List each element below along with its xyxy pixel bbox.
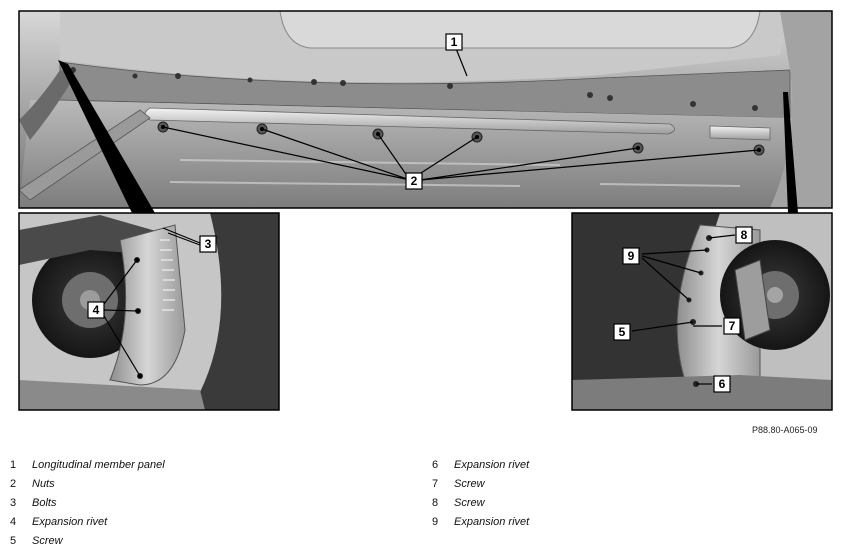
- svg-text:4: 4: [93, 303, 100, 317]
- legend-label: Expansion rivet: [454, 516, 530, 529]
- svg-text:6: 6: [719, 377, 726, 391]
- legend-label: Nuts: [32, 477, 55, 490]
- legend-item: 1 Longitudinal member panel: [10, 455, 165, 474]
- legend-label: Expansion rivet: [32, 516, 108, 529]
- right-detail-panel: [572, 213, 832, 410]
- legend-item: 6 Expansion rivet: [432, 455, 529, 474]
- leader-lines: [103, 45, 760, 385]
- callout-1: 1: [445, 33, 463, 51]
- legend-number: 8: [432, 496, 439, 509]
- callout-5: 5: [613, 323, 631, 341]
- legend-item: 7 Screw: [432, 474, 529, 493]
- legend-number: 7: [432, 477, 439, 490]
- svg-text:9: 9: [628, 249, 635, 263]
- svg-text:5: 5: [619, 325, 626, 339]
- legend-label: Screw: [454, 496, 485, 509]
- legend-label: Bolts: [32, 496, 57, 509]
- legend-number: 4: [10, 516, 17, 529]
- detail-wedge-right: [783, 92, 798, 213]
- legend-label: Screw: [32, 535, 63, 548]
- callout-4: 4: [87, 301, 105, 319]
- svg-text:3: 3: [205, 237, 212, 251]
- legend-column-right: 6 Expansion rivet 7 Screw 8 Screw 9 Expa…: [432, 455, 529, 532]
- legend-number: 1: [10, 458, 17, 471]
- legend-number: 5: [10, 535, 17, 548]
- legend-number: 2: [10, 477, 17, 490]
- legend-item: 2 Nuts: [10, 474, 165, 493]
- legend-number: 9: [432, 516, 439, 529]
- legend-item: 8 Screw: [432, 493, 529, 512]
- legend-number: 6: [432, 458, 439, 471]
- callout-6: 6: [713, 375, 731, 393]
- callout-7: 7: [723, 317, 741, 335]
- technical-illustration: 1 2 3 4 5 6 7 8 9: [18, 10, 833, 411]
- svg-text:8: 8: [741, 228, 748, 242]
- svg-text:1: 1: [451, 35, 458, 49]
- legend-number: 3: [10, 496, 17, 509]
- callout-3: 3: [199, 235, 217, 253]
- legend-column-left: 1 Longitudinal member panel 2 Nuts 3 Bol…: [10, 455, 165, 551]
- detail-wedge-left: [58, 60, 155, 213]
- figure-reference: P88.80-A065-09: [752, 425, 818, 435]
- legend-item: 5 Screw: [10, 532, 165, 551]
- top-view-panel: [19, 11, 832, 208]
- left-detail-panel: [19, 213, 279, 410]
- callout-8: 8: [735, 226, 753, 244]
- callout-2: 2: [405, 172, 423, 190]
- legend-item: 3 Bolts: [10, 493, 165, 512]
- callout-9: 9: [622, 247, 640, 265]
- legend-item: 4 Expansion rivet: [10, 513, 165, 532]
- svg-text:2: 2: [411, 174, 418, 188]
- legend-label: Longitudinal member panel: [32, 458, 165, 471]
- legend-item: 9 Expansion rivet: [432, 513, 529, 532]
- legend-label: Screw: [454, 477, 485, 490]
- legend-label: Expansion rivet: [454, 458, 530, 471]
- svg-text:7: 7: [729, 319, 736, 333]
